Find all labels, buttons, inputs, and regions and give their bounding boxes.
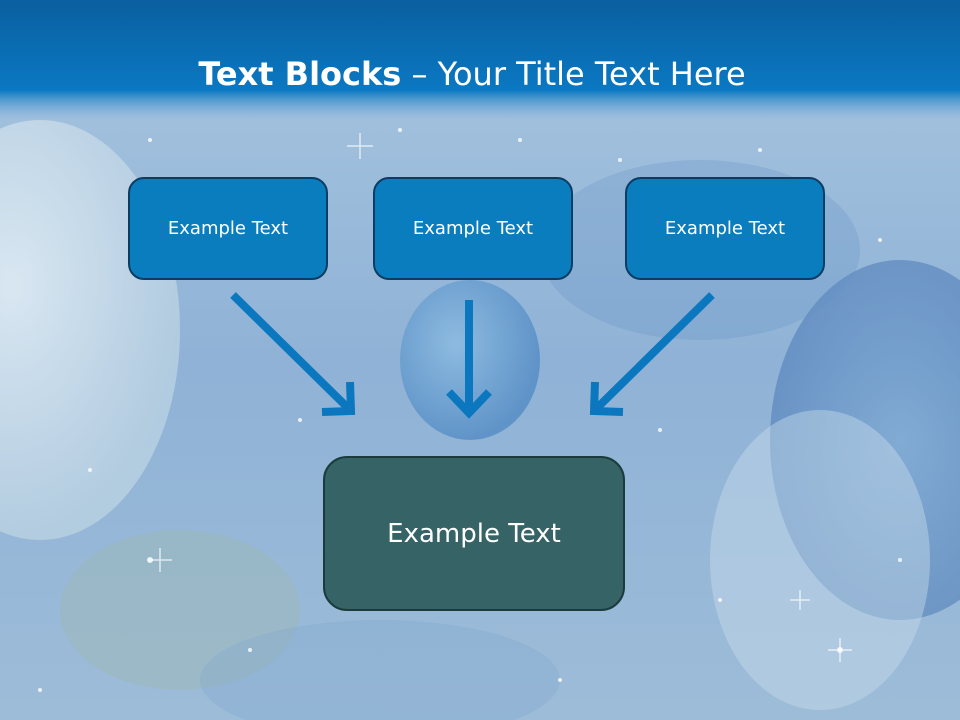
arrow-left-to-bottom bbox=[230, 292, 356, 416]
title-separator: – bbox=[401, 55, 438, 93]
title-bold: Text Blocks bbox=[198, 55, 402, 93]
text-block-left[interactable]: Example Text bbox=[128, 177, 328, 280]
title-rest: Your Title Text Here bbox=[437, 55, 746, 93]
text-block-center[interactable]: Example Text bbox=[373, 177, 573, 280]
text-block-bottom[interactable]: Example Text bbox=[323, 456, 625, 611]
text-block-right[interactable]: Example Text bbox=[625, 177, 825, 280]
arrow-right-to-bottom bbox=[589, 292, 715, 416]
arrow-center-to-bottom bbox=[446, 300, 492, 419]
slide-title: Text Blocks – Your Title Text Here bbox=[0, 54, 944, 94]
